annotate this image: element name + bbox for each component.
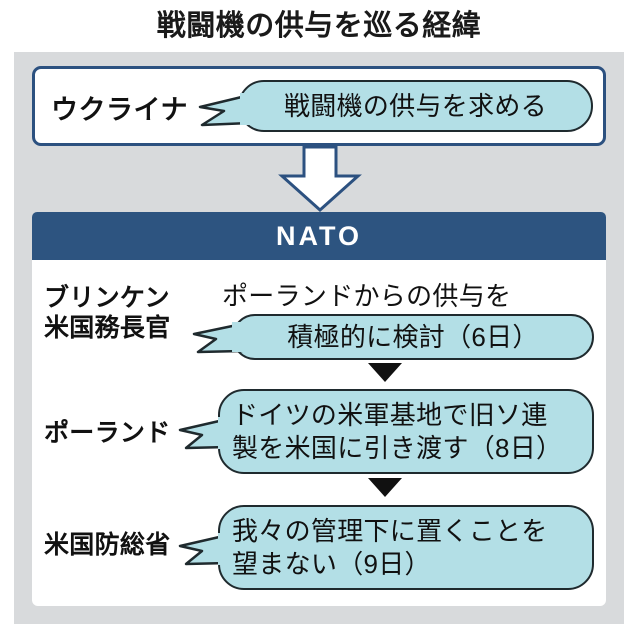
blinken-speech-bubble: 積極的に検討（6日） [232,314,594,360]
pentagon-speech-bubble: 我々の管理下に置くことを 望まない（9日） [218,505,594,590]
nato-header-bar: NATO [32,212,606,260]
triangle-blinken-to-poland [368,363,402,382]
poland-speech-bubble: ドイツの米軍基地で旧ソ連 製を米国に引き渡す（8日） [218,389,594,474]
caption-blinken: ポーランドからの供与を [222,281,512,311]
ukraine-speech-bubble: 戦闘機の供与を求める [238,80,593,132]
row-label-blinken: ブリンケン 米国務長官 [44,284,171,342]
down-arrow-icon [278,146,362,212]
pentagon-bubble-text: 我々の管理下に置くことを 望まない（9日） [232,515,548,579]
page-title: 戦闘機の供与を巡る経緯 [156,10,482,42]
ukraine-bubble-text: 戦闘機の供与を求める [283,90,547,121]
row-label-pentagon: 米国防総省 [44,531,171,559]
ukraine-label: ウクライナ [51,95,188,125]
blinken-bubble-text: 積極的に検討（6日） [287,321,539,352]
row-label-poland: ポーランド [44,419,171,447]
triangle-poland-to-pentagon [368,478,402,497]
poland-bubble-text: ドイツの米軍基地で旧ソ連 製を米国に引き渡す（8日） [232,399,563,463]
